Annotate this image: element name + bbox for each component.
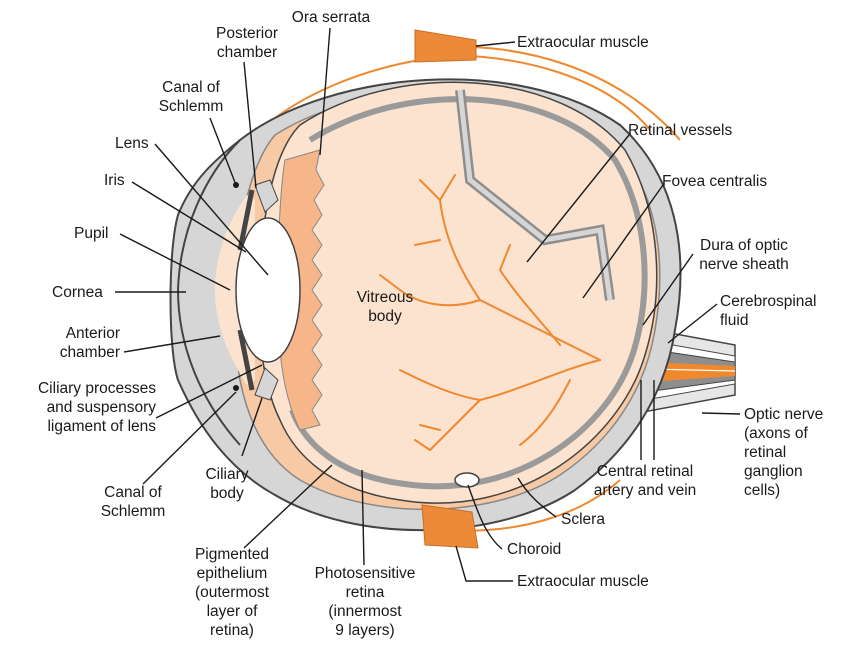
label-posterior-chamber: Posterior chamber	[197, 24, 297, 62]
label-cornea: Cornea	[52, 283, 103, 302]
label-ora-serrata: Ora serrata	[286, 8, 376, 27]
label-canal-of-schlemm-bottom: Canal of Schlemm	[88, 483, 178, 521]
leader-extraocular-muscle-bottom	[456, 546, 513, 581]
label-pigmented-epithelium: Pigmented epithelium (outermost layer of…	[182, 545, 282, 640]
label-dura-of-optic-nerve-sheath: Dura of optic nerve sheath	[684, 236, 804, 274]
label-vitreous-body: Vitreous body	[345, 288, 425, 326]
lens-shape	[236, 218, 300, 362]
label-photosensitive-retina: Photosensitive retina (innermost 9 layer…	[300, 564, 430, 640]
label-anterior-chamber: Anterior chamber	[28, 324, 120, 362]
label-canal-of-schlemm-top: Canal of Schlemm	[146, 78, 236, 116]
label-ciliary-processes: Ciliary processes and suspensory ligamen…	[6, 379, 156, 436]
label-extraocular-muscle-bottom: Extraocular muscle	[517, 572, 649, 591]
label-cerebrospinal-fluid: Cerebrospinal fluid	[720, 292, 817, 330]
leader-extraocular-muscle-top	[476, 42, 515, 46]
label-choroid: Choroid	[507, 540, 561, 559]
label-pupil: Pupil	[74, 224, 108, 243]
label-central-retinal-artery-and-vein: Central retinal artery and vein	[580, 462, 710, 500]
label-iris: Iris	[104, 171, 125, 190]
canal-of-schlemm-bottom-dot	[233, 385, 239, 391]
label-ciliary-body: Ciliary body	[192, 465, 262, 503]
leader-optic-nerve	[702, 413, 740, 414]
label-sclera: Sclera	[561, 510, 605, 529]
label-fovea-centralis: Fovea centralis	[662, 172, 767, 191]
choroid-marker	[455, 473, 479, 487]
label-extraocular-muscle-top: Extraocular muscle	[517, 33, 649, 52]
extraocular-muscle-bottom-shape	[422, 505, 478, 548]
label-optic-nerve: Optic nerve (axons of retinal ganglion c…	[744, 405, 823, 500]
label-lens: Lens	[115, 134, 149, 153]
label-retinal-vessels: Retinal vessels	[628, 121, 732, 140]
extraocular-muscle-top-shape	[415, 30, 476, 62]
